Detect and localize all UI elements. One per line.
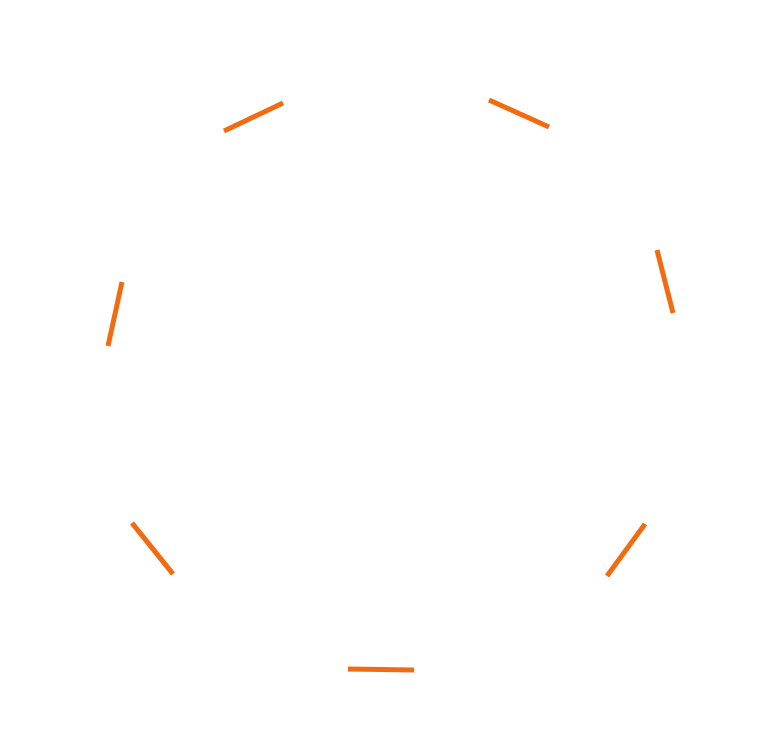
dash-segment-top-left — [222, 100, 285, 134]
dash-segment-top-right — [487, 97, 551, 130]
dash-segment-bottom-left — [130, 521, 175, 576]
dash-segment-bottom — [347, 666, 415, 673]
dash-segment-left — [105, 281, 125, 347]
dash-segment-right — [654, 249, 676, 314]
dash-segment-bottom-right — [604, 522, 648, 578]
